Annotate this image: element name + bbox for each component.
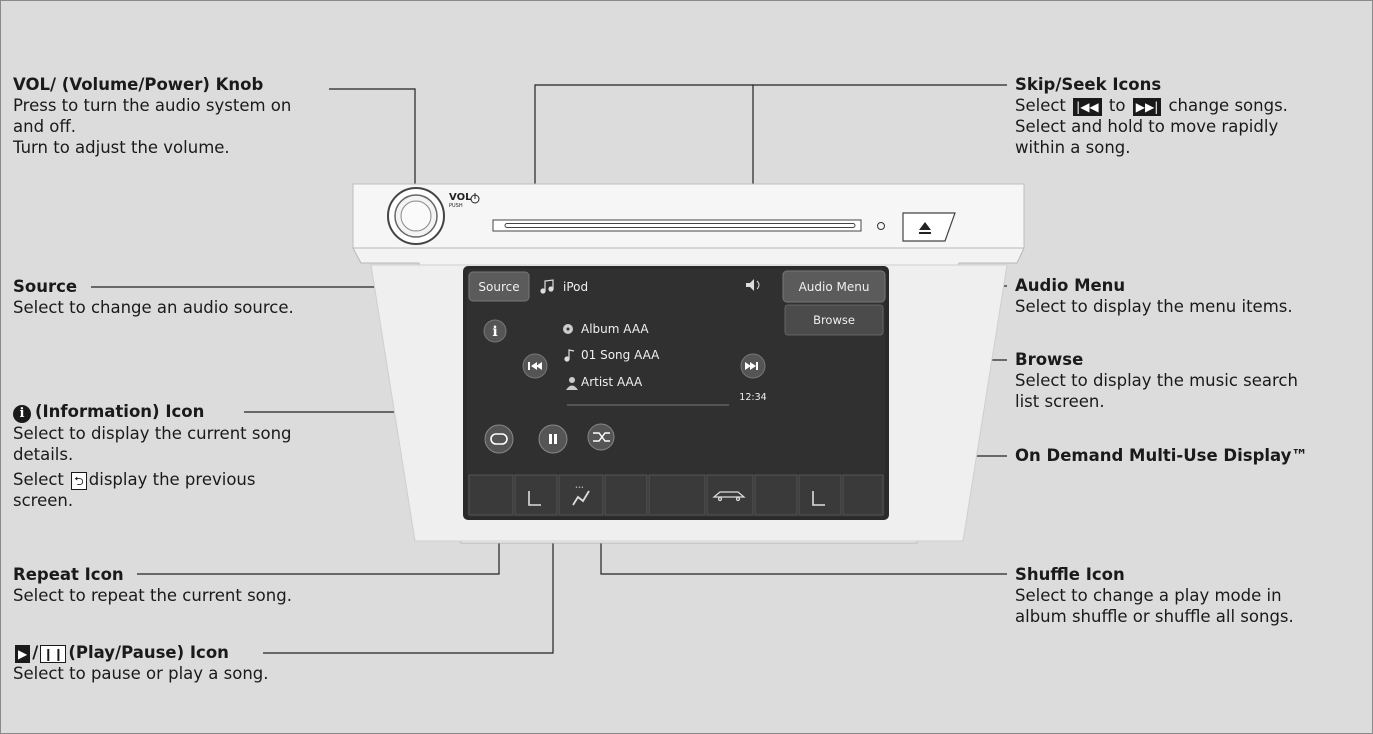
skip-forward-icon: ▶▶| bbox=[1132, 97, 1162, 116]
song-name: 01 Song AAA bbox=[581, 348, 660, 362]
track-time: 12:34 bbox=[739, 392, 766, 403]
svg-text:•••: ••• bbox=[575, 485, 584, 491]
cd-slot bbox=[492, 219, 862, 232]
browse-button bbox=[784, 304, 884, 336]
artist-name: Artist AAA bbox=[581, 375, 643, 389]
vol-sub-label: PUSH bbox=[449, 203, 463, 209]
callout-source: Source Select to change an audio source. bbox=[13, 277, 294, 317]
svg-text:i: i bbox=[492, 324, 497, 340]
eject-button bbox=[902, 212, 956, 242]
volume-icon bbox=[746, 279, 760, 291]
callout-browse: Browse Select to display the music searc… bbox=[1015, 350, 1298, 411]
callout-shuffle: Shuffle Icon Select to change a play mod… bbox=[1015, 565, 1294, 626]
seat-heat-icon bbox=[528, 491, 541, 506]
music-note-icon bbox=[540, 279, 554, 294]
callout-audio-menu: Audio Menu Select to display the menu it… bbox=[1015, 276, 1293, 316]
callout-vol-title: VOL/ (Volume/Power) Knob bbox=[13, 75, 264, 94]
album-name: Album AAA bbox=[581, 322, 649, 336]
seat-heat-icon-right bbox=[812, 491, 825, 506]
skip-back-icon: |◀◀ bbox=[1073, 97, 1102, 116]
audio-menu-button bbox=[782, 270, 886, 303]
fan-icon bbox=[572, 490, 590, 506]
svg-text:Browse: Browse bbox=[813, 313, 855, 327]
callout-vol-knob: VOL/ (Volume/Power) Knob Press to turn t… bbox=[13, 74, 343, 158]
info-icon: i bbox=[13, 405, 31, 423]
vol-label: VOL bbox=[449, 192, 472, 203]
bottom-control-bar: ••• bbox=[468, 474, 884, 516]
shuffle-icon bbox=[587, 423, 615, 451]
album-icon bbox=[563, 324, 573, 334]
callout-repeat: Repeat Icon Select to repeat the current… bbox=[13, 565, 292, 605]
artist-icon bbox=[566, 377, 578, 390]
car-icon bbox=[712, 491, 746, 502]
info-icon: i bbox=[483, 319, 507, 343]
repeat-icon bbox=[484, 424, 514, 454]
source-name: iPod bbox=[563, 280, 588, 294]
song-note-icon bbox=[564, 349, 575, 362]
pause-icon: ❙❙ bbox=[40, 644, 67, 663]
play-icon: ▶ bbox=[15, 644, 31, 663]
svg-text:Audio Menu: Audio Menu bbox=[799, 280, 870, 294]
callout-play-pause: ▶/❙❙(Play/Pause) Icon Select to pause or… bbox=[13, 643, 269, 683]
skip-back-icon bbox=[522, 353, 548, 379]
skip-forward-icon bbox=[740, 353, 766, 379]
power-icon bbox=[470, 193, 480, 204]
callout-info: i(Information) Icon Select to display th… bbox=[13, 402, 292, 510]
pause-icon bbox=[538, 424, 568, 454]
source-button bbox=[468, 271, 530, 302]
leader-vol bbox=[329, 88, 416, 213]
callout-skip-seek: Skip/Seek Icons Select |◀◀ to ▶▶| change… bbox=[1015, 75, 1288, 157]
vol-knob bbox=[387, 187, 445, 245]
callout-odmd: On Demand Multi-Use Display™ bbox=[1015, 446, 1308, 465]
svg-text:Source: Source bbox=[478, 280, 519, 294]
back-icon: ⮌ bbox=[71, 471, 87, 490]
